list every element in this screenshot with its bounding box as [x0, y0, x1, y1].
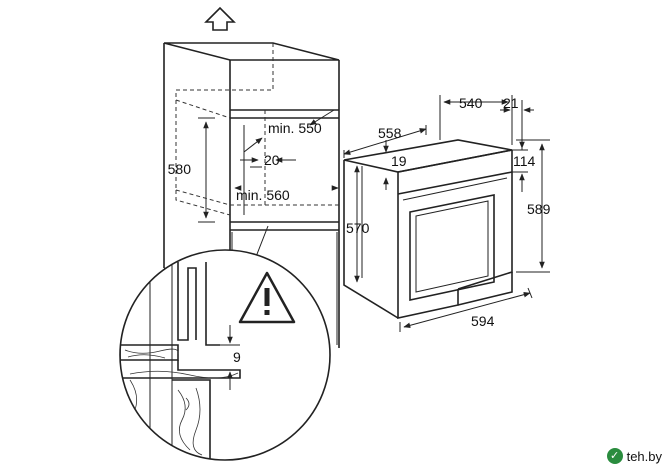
cabinet-drawing	[163, 42, 340, 348]
label-114: 114	[513, 153, 536, 169]
label-20: 20	[264, 152, 280, 168]
dim-589: 589	[516, 139, 551, 273]
label-19: 19	[391, 153, 407, 169]
detail-circle: 9	[119, 249, 331, 461]
dim-570: 570	[346, 165, 370, 283]
dim-19: 19	[383, 140, 407, 190]
dim-580: 580	[168, 117, 215, 223]
label-580: 580	[168, 161, 192, 177]
label-589: 589	[527, 201, 551, 217]
dim-min-550: min. 550	[243, 109, 335, 153]
dim-20: 20	[240, 152, 296, 168]
label-min-560: min. 560	[236, 187, 290, 203]
label-9: 9	[233, 349, 241, 365]
warning-icon	[238, 271, 296, 324]
watermark: ✓ teh.by	[602, 447, 666, 465]
dim-558: 558	[343, 125, 427, 158]
up-arrow-icon	[204, 6, 236, 31]
dim-21: 21	[500, 95, 534, 150]
dim-min-560: min. 560	[234, 185, 339, 203]
label-min-550: min. 550	[268, 120, 322, 136]
dim-114: 114	[512, 126, 536, 192]
label-594: 594	[471, 313, 495, 329]
watermark-logo-icon: ✓	[606, 448, 623, 464]
label-21: 21	[503, 95, 519, 111]
label-558: 558	[378, 125, 402, 141]
label-570: 570	[346, 220, 370, 236]
label-540: 540	[459, 95, 483, 111]
dim-540: 540	[439, 95, 513, 145]
watermark-text: teh.by	[626, 448, 662, 464]
dim-594: 594	[399, 287, 533, 332]
